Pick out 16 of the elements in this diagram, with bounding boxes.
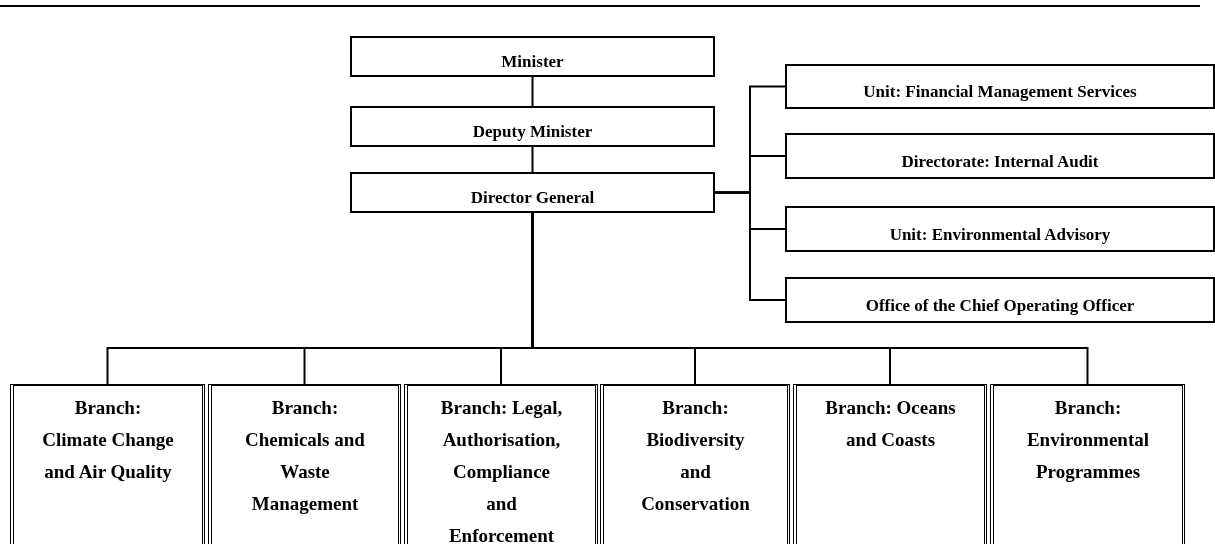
connector-line [531, 76, 534, 107]
branch-box: Branch: Oceans and Coasts [793, 384, 987, 544]
org-box: Unit: Environmental Advisory [785, 206, 1215, 252]
org-box: Minister [350, 36, 715, 77]
branch-box: Branch: Chemicals and Waste Management [208, 384, 401, 544]
org-box: Deputy Minister [350, 106, 715, 147]
branch-box: Branch: Environmental Programmes [990, 384, 1185, 544]
org-box: Unit: Financial Management Services [785, 64, 1215, 109]
branch-box: Branch: Biodiversity and Conservation [600, 384, 790, 544]
branch-box: Branch: Legal, Authorisation, Compliance and Enforcement [404, 384, 598, 544]
connector-line [714, 191, 786, 301]
org-box: Office of the Chief Operating Officer [785, 277, 1215, 323]
org-box: Director General [350, 172, 715, 213]
branch-box: Branch: Climate Change and Air Quality [10, 384, 205, 544]
org-box: Directorate: Internal Audit [785, 133, 1215, 179]
connector-line [531, 146, 534, 173]
